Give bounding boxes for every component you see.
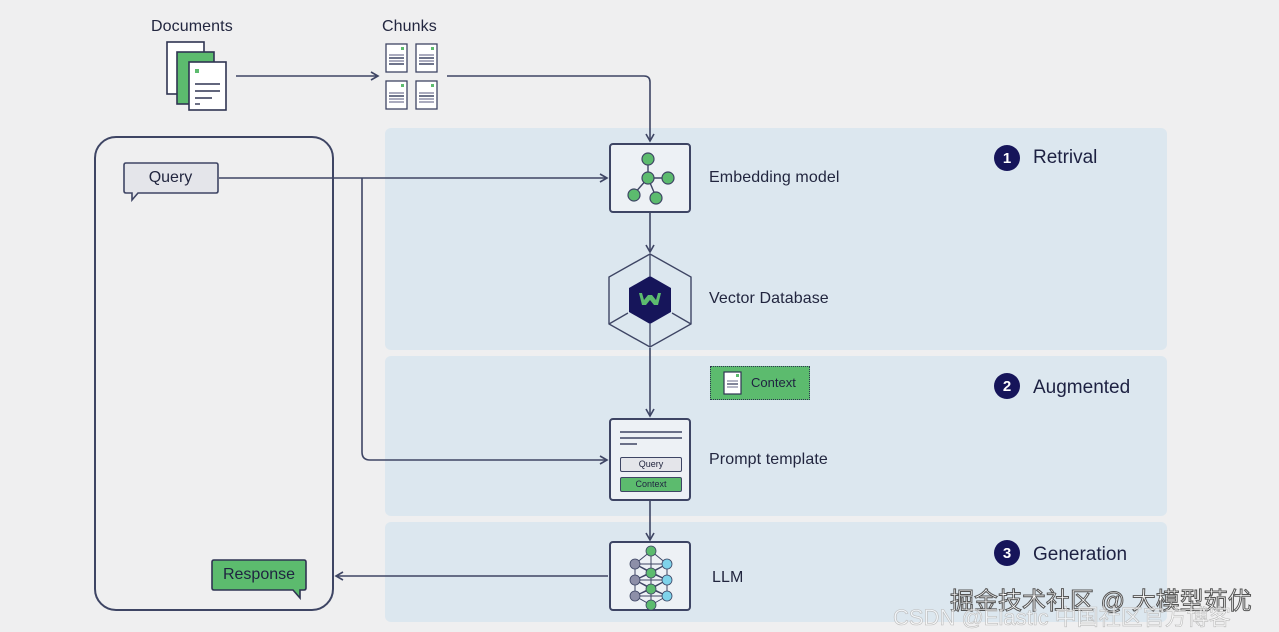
retrieval-band: [385, 128, 1167, 350]
graph-network-icon: [627, 152, 675, 205]
neural-network-icon: [629, 545, 673, 611]
llm-node: [609, 541, 691, 611]
documents-icon: [166, 41, 227, 111]
prompt-template-node: Query Context: [609, 418, 691, 501]
step-1-badge: 1: [994, 145, 1020, 171]
llm-label: LLM: [712, 569, 744, 586]
weaviate-logo-icon: [629, 276, 671, 324]
embedding-model-label: Embedding model: [709, 169, 840, 186]
prompt-context-field: Context: [620, 477, 682, 492]
step-3-badge: 3: [994, 540, 1020, 566]
step-2-badge: 2: [994, 373, 1020, 399]
chunks-label: Chunks: [382, 18, 437, 35]
chunk-1: [385, 43, 408, 73]
query-bubble: Query: [122, 162, 219, 203]
context-chip-text: Context: [751, 375, 796, 390]
step-1-label: Retrival: [1033, 147, 1098, 168]
embedding-model-node: [609, 143, 691, 213]
arrow-query-to-prompt: [361, 178, 609, 465]
chunk-2: [415, 43, 438, 73]
watermark-csdn: CSDN @Elastic 中国社区官方博客: [893, 605, 1231, 631]
chunk-3: [385, 80, 408, 110]
chunk-4: [415, 80, 438, 110]
step-2-label: Augmented: [1033, 377, 1131, 398]
vector-database-label: Vector Database: [709, 290, 829, 307]
prompt-query-field: Query: [620, 457, 682, 472]
arrow-chunks-to-embedding: [447, 75, 655, 143]
speech-bubble-shape: [123, 162, 219, 203]
watermark-juejin: 掘金技术社区 @ 大模型茹优: [950, 588, 1253, 616]
response-bubble: Response: [210, 559, 308, 601]
vector-database-node: [608, 253, 692, 348]
user-panel: [94, 136, 334, 611]
query-bubble-text: Query: [148, 169, 193, 186]
prompt-template-icon: [620, 431, 682, 445]
generation-band: [385, 522, 1167, 622]
document-icon: [723, 371, 742, 395]
prompt-template-label: Prompt template: [709, 451, 828, 468]
response-bubble-text: Response: [222, 566, 296, 583]
documents-label: Documents: [151, 18, 233, 35]
speech-bubble-shape: [211, 559, 307, 601]
context-chip: Context: [710, 366, 810, 400]
step-3-label: Generation: [1033, 544, 1128, 565]
chunks-icon: [385, 43, 438, 110]
